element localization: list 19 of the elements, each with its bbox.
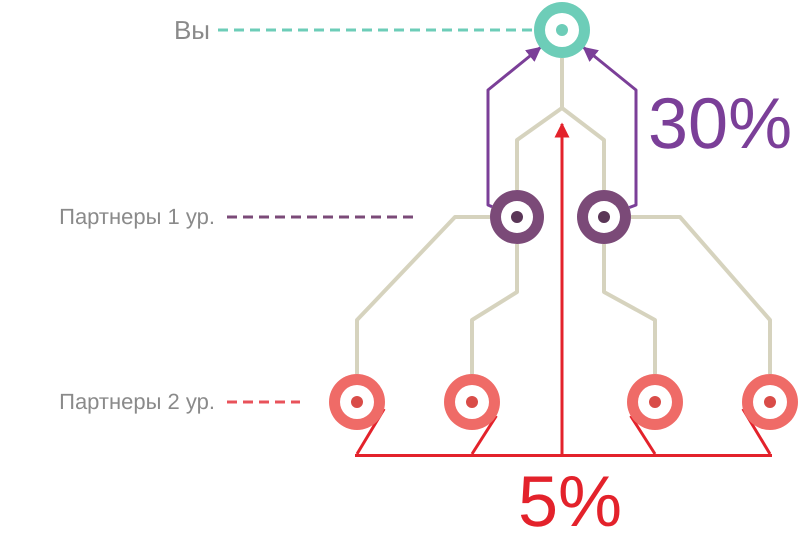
connector-line	[742, 408, 772, 455]
percent-label: 5%	[518, 466, 622, 538]
connector-line	[629, 415, 656, 455]
connector-line	[470, 415, 498, 455]
connector-line	[470, 244, 519, 374]
connector-line	[355, 215, 490, 374]
arrow	[554, 122, 570, 454]
arrow	[486, 46, 542, 208]
arrow	[582, 46, 638, 209]
level-label: Партнеры 1 ур.	[58, 203, 215, 231]
percent-label: 30%	[648, 88, 792, 160]
connector-line	[356, 408, 386, 455]
connector-line	[602, 244, 657, 374]
connector-line	[560, 58, 606, 190]
connector-line	[631, 215, 772, 374]
level-label: Вы	[174, 14, 210, 46]
level-label: Партнеры 2 ур.	[58, 388, 215, 416]
leader-line	[218, 28, 534, 32]
bracket-bar	[355, 454, 772, 457]
